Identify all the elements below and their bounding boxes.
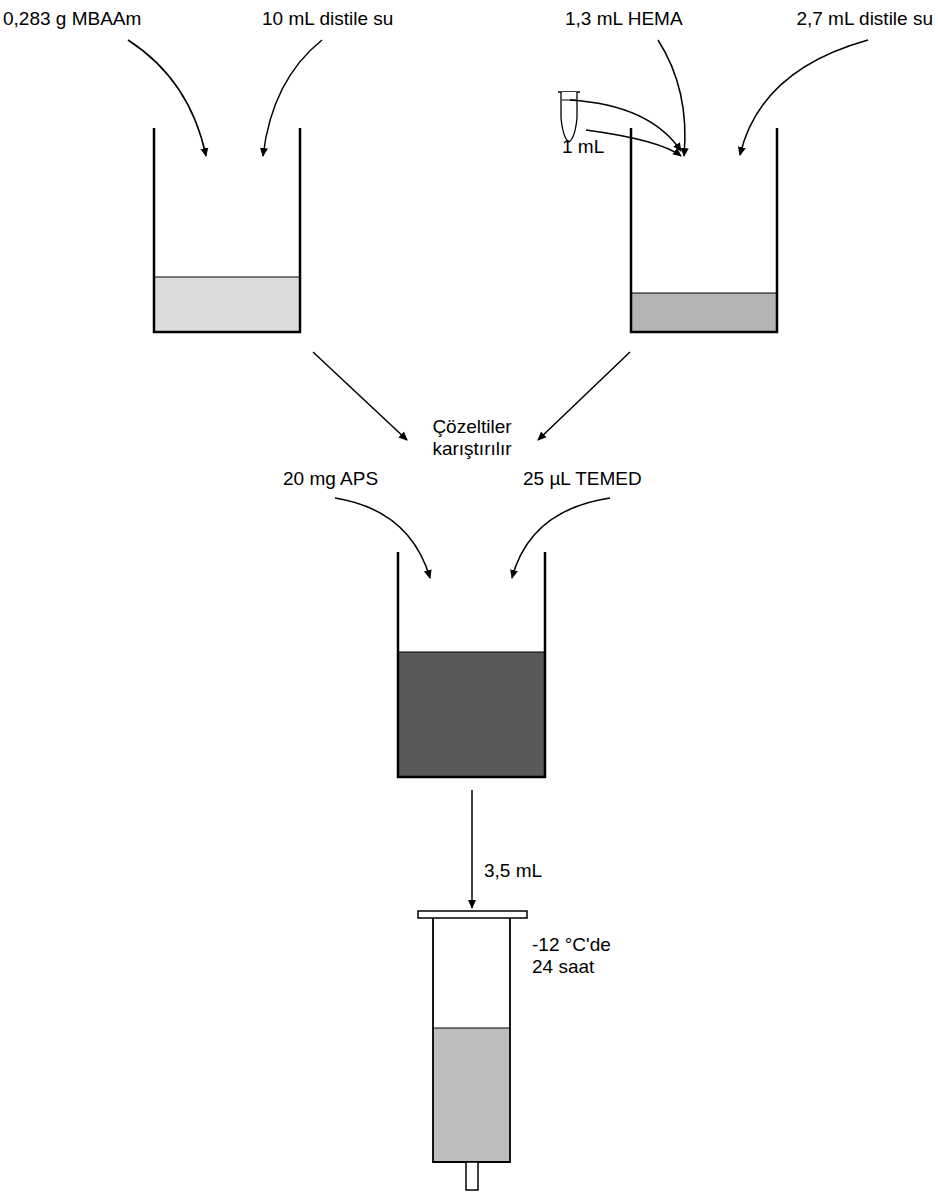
reagent-label: 1,3 mL HEMA bbox=[565, 8, 683, 30]
step-note: Çözeltiler karıştırılır bbox=[412, 416, 532, 460]
arrow bbox=[128, 40, 868, 908]
reagent-label: 25 µL TEMED bbox=[523, 468, 642, 490]
volume-label: 1 mL bbox=[562, 136, 604, 158]
syringe bbox=[418, 911, 527, 1190]
beaker bbox=[154, 128, 300, 332]
tube-icon bbox=[558, 92, 580, 142]
volume-label: 3,5 mL bbox=[484, 860, 542, 882]
reagent-label: 2,7 mL distile su bbox=[796, 8, 933, 30]
reagent-label: 0,283 g MBAAm bbox=[3, 8, 141, 30]
reagent-label: 10 mL distile su bbox=[262, 8, 393, 30]
beaker bbox=[398, 552, 545, 777]
beaker bbox=[631, 128, 777, 332]
condition-note: -12 °C'de 24 saat bbox=[532, 934, 632, 978]
reagent-label: 20 mg APS bbox=[283, 468, 378, 490]
